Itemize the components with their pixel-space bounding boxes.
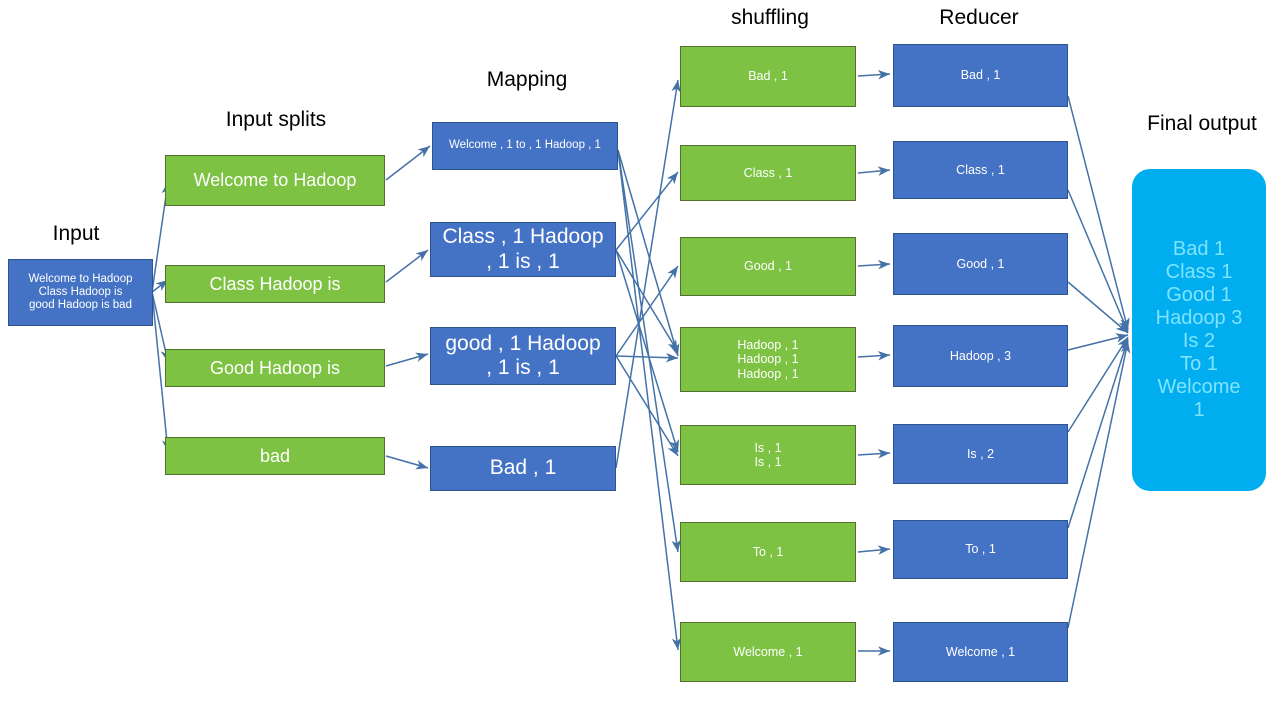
input-split-box-1: Welcome to Hadoop xyxy=(165,155,385,206)
shuffling-box-2: Class , 1 xyxy=(680,145,856,201)
reducer-box-2: Class , 1 xyxy=(893,141,1068,199)
shuffling-box-7: Welcome , 1 xyxy=(680,622,856,682)
input-split-box-2: Class Hadoop is xyxy=(165,265,385,303)
mapping-box-4: Bad , 1 xyxy=(430,446,616,491)
shuffling-box-5: Is , 1 Is , 1 xyxy=(680,425,856,485)
title-input-splits: Input splits xyxy=(225,108,327,131)
reducer-box-4: Hadoop , 3 xyxy=(893,325,1068,387)
title-final-output: Final output xyxy=(1147,112,1257,135)
reducer-box-6: To , 1 xyxy=(893,520,1068,579)
reducer-box-5: Is , 2 xyxy=(893,424,1068,484)
mapping-box-3: good , 1 Hadoop , 1 is , 1 xyxy=(430,327,616,385)
final-output-box: Bad 1 Class 1 Good 1 Hadoop 3 Is 2 To 1 … xyxy=(1132,169,1266,491)
mapping-box-1: Welcome , 1 to , 1 Hadoop , 1 xyxy=(432,122,618,170)
input-box: Welcome to Hadoop Class Hadoop is good H… xyxy=(8,259,153,326)
title-shuffling: shuffling xyxy=(731,6,809,29)
mapping-box-2: Class , 1 Hadoop , 1 is , 1 xyxy=(430,222,616,277)
title-reducer: Reducer xyxy=(939,6,1019,29)
shuffling-box-3: Good , 1 xyxy=(680,237,856,296)
input-split-box-4: bad xyxy=(165,437,385,475)
reducer-box-3: Good , 1 xyxy=(893,233,1068,295)
shuffling-box-4: Hadoop , 1 Hadoop , 1 Hadoop , 1 xyxy=(680,327,856,392)
title-input: Input xyxy=(52,222,100,245)
input-split-box-3: Good Hadoop is xyxy=(165,349,385,387)
shuffling-box-6: To , 1 xyxy=(680,522,856,582)
reducer-box-1: Bad , 1 xyxy=(893,44,1068,107)
title-mapping: Mapping xyxy=(486,68,568,91)
reducer-box-7: Welcome , 1 xyxy=(893,622,1068,682)
shuffling-box-1: Bad , 1 xyxy=(680,46,856,107)
